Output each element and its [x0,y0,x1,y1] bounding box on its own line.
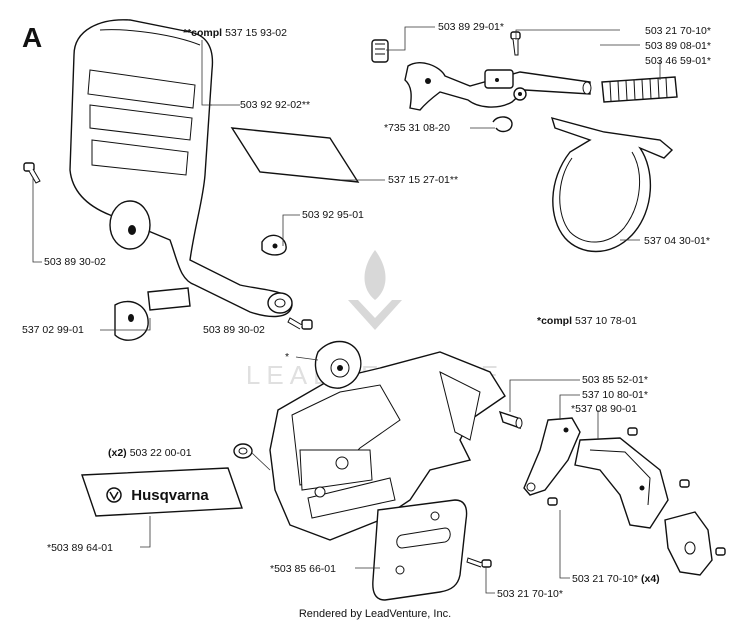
screw-503893002-b [287,317,313,330]
label-503220001-number: 503 22 00-01 [130,447,192,459]
label-503220001: (x2)503 22 00-01 [108,447,192,459]
label-503890801: 503 89 08-01* [645,40,711,52]
label-537152701: 537 15 27-01** [388,174,458,186]
section-letter: A [22,22,42,53]
label-compl-mid-prefix: *compl [537,315,572,327]
brake-lever-assembly [404,62,592,111]
spring-clip-503922295 [261,234,287,256]
label-compl-mid-number: 537 10 78-01 [575,315,637,327]
label-503856601: *503 85 66-01 [270,563,336,575]
label-503217010-top: 503 21 70-10* [645,25,711,37]
retaining-ring-735310820 [492,116,513,133]
label-503217010-x4-number: 503 21 70-10* [572,573,638,585]
footer-credit: Rendered by LeadVenture, Inc. [299,608,451,620]
label-537108001: 537 10 80-01* [582,389,648,401]
screw-503217010-bottom [466,557,492,568]
husqvarna-brand-text: Husqvarna [131,487,209,504]
label-503922295: 503 92 95-01 [302,209,364,221]
label-537043001: 537 04 30-01* [644,235,710,247]
label-503465901: 503 46 59-01* [645,55,711,67]
label-503892901: 503 89 29-01* [438,21,504,33]
label-735310820: *735 31 08-20 [384,122,450,134]
label-compl-top-prefix: **compl [183,27,222,39]
spring-503465901 [601,76,678,103]
nut-503220001 [233,443,253,459]
cover-plate-503856601 [372,499,468,601]
brake-knob-503892901 [371,39,389,63]
label-503896401: *503 89 64-01 [47,542,113,554]
guard-bracket-537029901 [114,287,191,341]
guard-plate-537089001 [574,437,669,529]
chain-brake-handle [69,19,293,318]
pin-503855201 [498,410,523,430]
husqvarna-decal: Husqvarna [81,467,243,517]
label-537029901: 537 02 99-01 [22,324,84,336]
end-block [664,511,713,576]
label-x4-suffix: (x4) [641,573,660,585]
screws-503217010-x4 [547,427,726,556]
leader-lines [32,26,661,594]
clutch-cover [269,340,506,541]
label-compl-top-number: 537 15 93-02 [225,27,287,39]
label-503922902: 503 92 92-02** [240,99,310,111]
decal-sheet [230,127,360,183]
label-503893002-b: 503 89 30-02 [203,324,265,336]
label-503855201: 503 85 52-01* [582,374,648,386]
label-star: * [285,351,289,363]
label-x2-prefix: (x2) [108,447,127,459]
screw-503217010-top [510,31,521,56]
label-503217010-x4: 503 21 70-10*(x4) [572,573,660,585]
label-537089001: *537 08 90-01 [571,403,637,415]
brake-band-537043001 [550,116,674,253]
chain-catcher-537108001 [523,417,581,496]
screw-503893002-a [23,162,41,184]
label-503217010-bottom: 503 21 70-10* [497,588,563,600]
label-503893002-a: 503 89 30-02 [44,256,106,268]
husqvarna-logo-icon [106,487,122,503]
